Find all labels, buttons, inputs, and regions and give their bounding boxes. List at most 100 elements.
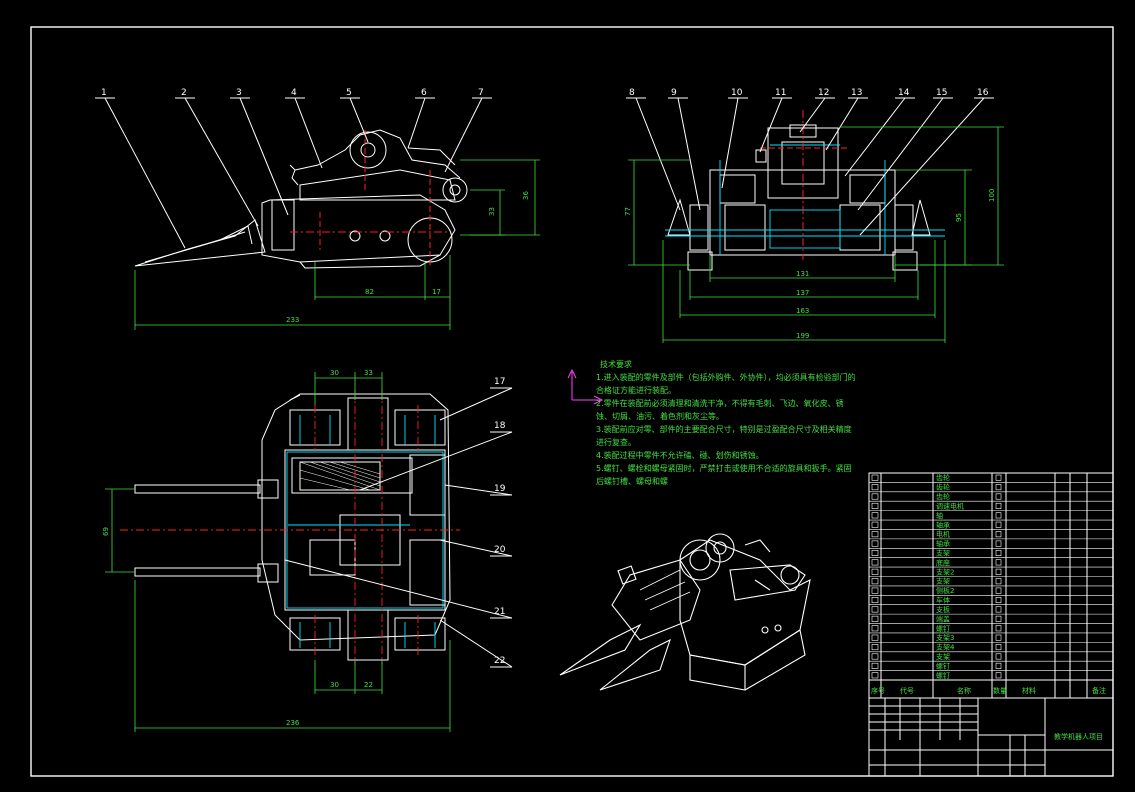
- parts-row-qty-box: [995, 597, 1002, 604]
- ucs-axis-icon: [567, 368, 604, 405]
- dim-163: 163: [796, 307, 809, 315]
- top-view-labels: 17 18 19 20 21 22 30 33 69 30 22 236: [102, 369, 506, 727]
- parts-row-qty-box: [995, 568, 1002, 575]
- drawing-frame: [30, 26, 1114, 777]
- front-wheel: [442, 177, 468, 203]
- parts-row-qty-box: [995, 512, 1002, 519]
- parts-row-name: 轴承: [936, 539, 950, 548]
- dim-77: 77: [624, 207, 632, 216]
- parts-row-name: 支架: [936, 548, 950, 557]
- dim-30-top: 30: [330, 369, 339, 377]
- parts-row-name: 齿轮: [936, 492, 950, 501]
- drawing-title: 教学机器人项目: [1054, 732, 1103, 741]
- parts-row-name: 轴承: [936, 520, 950, 529]
- parts-row-seq-box: [871, 540, 879, 547]
- body-outline: [261, 194, 456, 263]
- parts-list-rows: 齿轮齿轮齿轮调速电机轴轴承电机轴承支架底座支架2支架侧板2车体支板端盖螺钉支架3…: [869, 473, 1113, 681]
- tech-note-2: 2.零件在装配前必须清理和清洗干净，不得有毛刺、飞边、氧化皮、锈蚀、切屑、油污、…: [596, 399, 844, 421]
- parts-row-qty-box: [995, 662, 1002, 669]
- dim-33: 33: [488, 207, 496, 216]
- callout-18: 18: [494, 421, 506, 431]
- parts-row-qty-box: [995, 484, 1002, 491]
- callout-4: 4: [291, 88, 297, 98]
- header-code: 代号: [900, 686, 914, 695]
- parts-row-qty-box: [995, 493, 1002, 500]
- parts-row-seq-box: [871, 644, 879, 651]
- parts-row-seq-box: [871, 587, 879, 594]
- callout-7: 7: [478, 88, 484, 98]
- tech-note-4: 4.装配过程中零件不允许磕、碰、划伤和锈蚀。: [596, 451, 764, 460]
- parts-row-seq-box: [871, 521, 879, 528]
- parts-row-seq-box: [871, 512, 879, 519]
- dim-137: 137: [796, 289, 809, 297]
- dim-236: 236: [286, 719, 300, 727]
- plow-arm-upper: [134, 484, 261, 494]
- callout-1: 1: [101, 88, 107, 98]
- parts-row-name: 车体: [936, 596, 950, 605]
- callout-13: 13: [851, 88, 862, 98]
- parts-row-name: 螺钉: [936, 671, 950, 680]
- parts-row-qty-box: [995, 653, 1002, 660]
- dim-95: 95: [955, 213, 963, 222]
- callout-22: 22: [494, 656, 505, 666]
- parts-row-seq-box: [871, 502, 879, 509]
- side-view-labels: 1 2 3 4 5 6 7 36 33 82 17 233: [101, 88, 530, 324]
- parts-row-name: 端盖: [936, 614, 950, 623]
- parts-row-seq-box: [871, 615, 879, 622]
- dim-69: 69: [102, 527, 110, 536]
- parts-row-name: 支架3: [936, 633, 954, 642]
- wheel-top-right: [394, 409, 446, 446]
- parts-row-qty-box: [995, 606, 1002, 613]
- parts-row-name: 螺钉: [936, 624, 950, 633]
- parts-row-name: 电机: [936, 530, 950, 539]
- iso-plow-frame: [611, 559, 701, 641]
- parts-row-name: 齿轮: [936, 483, 950, 492]
- parts-row-qty-box: [995, 559, 1002, 566]
- callout-17: 17: [494, 377, 505, 387]
- parts-row-seq-box: [871, 606, 879, 613]
- callout-19: 19: [494, 484, 506, 494]
- callout-10: 10: [731, 88, 743, 98]
- callout-5: 5: [346, 88, 352, 98]
- parts-row-name: 调速电机: [936, 501, 964, 510]
- parts-row-qty-box: [995, 502, 1002, 509]
- parts-row-qty-box: [995, 615, 1002, 622]
- callout-20: 20: [494, 545, 506, 555]
- parts-row-seq-box: [871, 568, 879, 575]
- callout-9: 9: [671, 88, 677, 98]
- tech-note-3: 3.装配前应对零、部件的主要配合尺寸，特别是过盈配合尺寸及相关精度进行复查。: [596, 425, 852, 447]
- wheel-hub: [349, 230, 361, 242]
- title-block-text: 序号 代号 名称 数量 材料 备注 教学机器人项目: [871, 686, 1106, 741]
- parts-row-seq-box: [871, 653, 879, 660]
- dim-33-top: 33: [364, 369, 373, 377]
- parts-row-name: 支架4: [936, 643, 955, 652]
- parts-row-seq-box: [871, 634, 879, 641]
- callout-2: 2: [181, 88, 187, 98]
- parts-row-seq-box: [871, 531, 879, 538]
- tech-notes-title: 技术要求: [600, 360, 632, 369]
- callout-14: 14: [898, 88, 910, 98]
- plow-arm-lower: [134, 567, 261, 577]
- parts-row-name: 支架: [936, 577, 950, 586]
- parts-row-qty-box: [995, 540, 1002, 547]
- parts-row-qty-box: [995, 578, 1002, 585]
- parts-row-seq-box: [871, 662, 879, 669]
- parts-row-name: 侧板2: [936, 586, 954, 595]
- iso-wheel: [679, 539, 721, 581]
- dim-17: 17: [432, 288, 441, 296]
- parts-row-seq-box: [871, 549, 879, 556]
- dim-131: 131: [796, 270, 809, 278]
- parts-row-qty-box: [995, 521, 1002, 528]
- tech-note-5: 5.螺钉、螺栓和螺母紧固时，严禁打击或使用不合适的旋具和扳手。紧固后螺钉槽、螺母…: [596, 464, 852, 486]
- dim-233: 233: [286, 316, 299, 324]
- side-view: [95, 97, 540, 330]
- top-view: [105, 372, 513, 732]
- callout-15: 15: [936, 88, 947, 98]
- tech-note-1: 1.进入装配的零件及部件（包括外购件、外协件），均必须具有检验部门的合格证方能进…: [596, 373, 856, 395]
- callout-6: 6: [421, 88, 427, 98]
- parts-row-qty-box: [995, 672, 1002, 679]
- parts-row-qty-box: [995, 474, 1002, 481]
- front-view-labels: 8 9 10 11 12 13 14 15 16 77 95 100 131 1…: [624, 88, 996, 340]
- dim-22-bottom: 22: [364, 681, 373, 689]
